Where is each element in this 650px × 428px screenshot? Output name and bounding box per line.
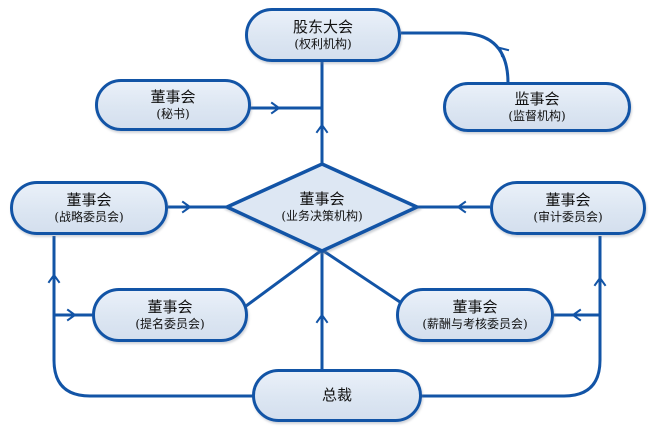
arrowhead-left-icon bbox=[571, 308, 582, 322]
arrowhead-left-icon bbox=[456, 200, 467, 214]
node-label: 董事会 bbox=[150, 87, 196, 106]
arrowhead-up-icon bbox=[47, 273, 61, 284]
node-label: 股东大会 bbox=[292, 17, 353, 36]
node-sublabel: (提名委员会) bbox=[135, 317, 205, 332]
arrowhead-right-icon bbox=[270, 101, 281, 115]
arrowhead-right-icon bbox=[66, 308, 77, 322]
node-label: 董事会 bbox=[147, 297, 193, 316]
node-sublabel: (审计委员会) bbox=[533, 210, 603, 225]
node-nomination-committee: 董事会 (提名委员会) bbox=[92, 288, 248, 342]
node-audit-committee: 董事会 (审计委员会) bbox=[490, 181, 646, 235]
node-remuneration-committee: 董事会 (薪酬与考核委员会) bbox=[396, 288, 554, 342]
node-board-of-directors-shape bbox=[222, 162, 422, 253]
arrowhead-curve-icon bbox=[498, 46, 510, 58]
arrowhead-up-icon bbox=[315, 123, 329, 134]
node-board-of-directors: 董事会 (业务决策机构) bbox=[232, 176, 412, 238]
node-sublabel: (战略委员会) bbox=[54, 210, 124, 225]
node-sublabel: (业务决策机构) bbox=[281, 209, 363, 224]
arrowhead-up-icon bbox=[315, 313, 329, 324]
node-strategy-committee: 董事会 (战略委员会) bbox=[10, 181, 168, 235]
edge-board-to-nomination bbox=[245, 248, 323, 308]
arrowhead-up-icon bbox=[593, 276, 607, 287]
node-sublabel: (监督机构) bbox=[508, 109, 566, 124]
node-board-secretary: 董事会 (秘书) bbox=[95, 79, 251, 131]
node-label: 董事会 bbox=[66, 190, 112, 209]
edge-president-to-audit bbox=[420, 236, 602, 398]
node-label: 董事会 bbox=[299, 189, 345, 208]
node-label: 董事会 bbox=[452, 297, 498, 316]
edge-supervisory-to-shareholders bbox=[401, 31, 510, 84]
arrowhead-right-icon bbox=[181, 200, 192, 214]
edge-president-to-strategy bbox=[52, 236, 254, 398]
node-supervisory-board: 监事会 (监督机构) bbox=[443, 82, 631, 132]
node-label: 监事会 bbox=[514, 89, 560, 108]
node-label: 董事会 bbox=[545, 190, 591, 209]
edge-board-to-remuneration bbox=[321, 248, 401, 304]
node-sublabel: (权利机构) bbox=[294, 37, 352, 52]
node-sublabel: (秘书) bbox=[156, 107, 190, 122]
node-sublabel: (薪酬与考核委员会) bbox=[422, 317, 528, 332]
node-shareholders-meeting: 股东大会 (权利机构) bbox=[245, 8, 401, 62]
node-president: 总裁 bbox=[252, 369, 422, 422]
node-label: 总裁 bbox=[321, 386, 352, 405]
